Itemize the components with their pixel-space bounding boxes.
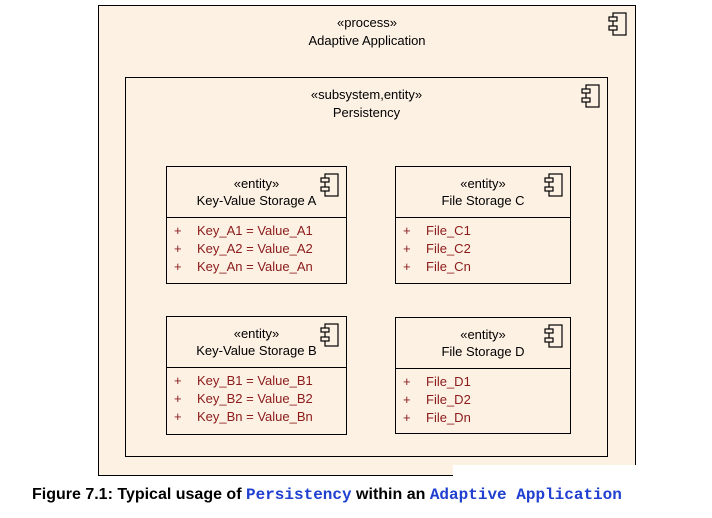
attribute-row: +File_C2 xyxy=(403,241,471,256)
component-icon xyxy=(320,323,339,347)
entity-name: File Storage C xyxy=(441,193,525,208)
entity-name: Key-Value Storage B xyxy=(196,343,317,358)
figure-caption: Figure 7.1: Typical usage of Persistency… xyxy=(32,486,622,504)
attribute-row: +File_D2 xyxy=(403,392,471,407)
component-icon xyxy=(544,173,563,197)
component-icon xyxy=(608,12,627,36)
entity-stereotype: «entity» xyxy=(233,176,280,191)
entity-header: «entity» Key-Value Storage A xyxy=(167,167,346,218)
attribute-row: +File_Cn xyxy=(403,259,471,274)
attribute-row: +Key_B1 = Value_B1 xyxy=(174,373,313,388)
entity-file-storage-d: «entity» File Storage D +File_D1 +File_D… xyxy=(395,317,571,434)
component-icon xyxy=(544,324,563,348)
entity-header: «entity» File Storage D xyxy=(396,318,570,369)
caption-code-persistency: Persistency xyxy=(245,486,352,504)
attribute-row: +File_C1 xyxy=(403,223,471,238)
attribute-list: +File_C1 +File_C2 +File_Cn xyxy=(396,218,570,276)
entity-file-storage-c: «entity» File Storage C +File_C1 +File_C… xyxy=(395,166,571,284)
attribute-row: +Key_An = Value_An xyxy=(174,259,313,274)
caption-prefix: Figure 7.1: Typical usage of xyxy=(32,486,246,503)
attribute-row: +Key_A2 = Value_A2 xyxy=(174,241,313,256)
caption-middle: within an xyxy=(351,486,430,503)
process-name: Adaptive Application xyxy=(308,33,426,48)
entity-key-value-storage-a: «entity» Key-Value Storage A +Key_A1 = V… xyxy=(166,166,347,284)
entity-header: «entity» File Storage C xyxy=(396,167,570,218)
subsystem-name: Persistency xyxy=(332,105,401,120)
process-stereotype: «process» xyxy=(337,15,397,30)
entity-stereotype: «entity» xyxy=(233,326,280,341)
entity-header: «entity» Key-Value Storage B xyxy=(167,317,346,368)
entity-key-value-storage-b: «entity» Key-Value Storage B +Key_B1 = V… xyxy=(166,316,347,435)
entity-name: File Storage D xyxy=(441,344,525,359)
caption-code-adaptive-application: Adaptive Application xyxy=(429,486,622,504)
subsystem-stereotype: «subsystem,entity» xyxy=(310,87,423,102)
frame-overlay-patch xyxy=(453,465,693,480)
entity-stereotype: «entity» xyxy=(460,327,506,342)
attribute-row: +File_D1 xyxy=(403,374,471,389)
attribute-row: +Key_Bn = Value_Bn xyxy=(174,409,313,424)
attribute-row: +Key_B2 = Value_B2 xyxy=(174,391,313,406)
component-icon xyxy=(320,173,339,197)
entity-stereotype: «entity» xyxy=(460,176,506,191)
attribute-row: +File_Dn xyxy=(403,410,471,425)
attribute-list: +Key_A1 = Value_A1 +Key_A2 = Value_A2 +K… xyxy=(167,218,346,276)
entity-name: Key-Value Storage A xyxy=(196,193,317,208)
attribute-row: +Key_A1 = Value_A1 xyxy=(174,223,313,238)
attribute-list: +Key_B1 = Value_B1 +Key_B2 = Value_B2 +K… xyxy=(167,368,346,426)
component-icon xyxy=(581,84,600,108)
attribute-list: +File_D1 +File_D2 +File_Dn xyxy=(396,369,570,427)
